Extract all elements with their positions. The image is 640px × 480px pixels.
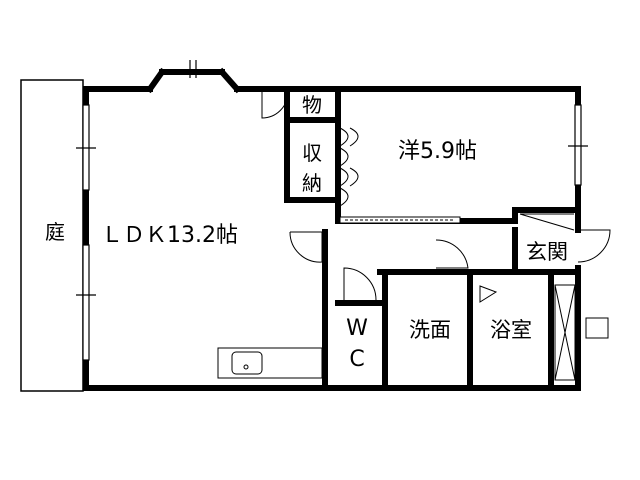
door-swings: [261, 91, 611, 303]
kitchen-counter: [217, 347, 323, 379]
label-bathroom: 浴室: [490, 318, 532, 342]
entrance-step: [519, 213, 575, 231]
label-washroom: 洗面: [409, 318, 451, 342]
closet-doors: [339, 127, 359, 207]
sliding-door: [339, 216, 461, 224]
label-storage: 物: [302, 93, 322, 117]
garden-area: [20, 79, 84, 392]
label-ldk: ＬＤＫ13.2帖: [101, 223, 238, 248]
label-closet-bottom: 納: [302, 171, 322, 195]
sink-icon: [231, 351, 263, 375]
walls: [83, 67, 581, 391]
label-wc-top: W: [346, 316, 368, 341]
label-entrance: 玄関: [526, 240, 568, 264]
window-right: [568, 104, 588, 186]
window-left: [76, 104, 96, 361]
label-closet-top: 収: [302, 141, 322, 165]
label-western-room: 洋5.9帖: [398, 139, 477, 164]
shoe-closet: [554, 284, 609, 381]
label-garden: 庭: [45, 220, 65, 244]
label-wc-bottom: C: [349, 347, 364, 372]
bay-window: [165, 60, 220, 78]
